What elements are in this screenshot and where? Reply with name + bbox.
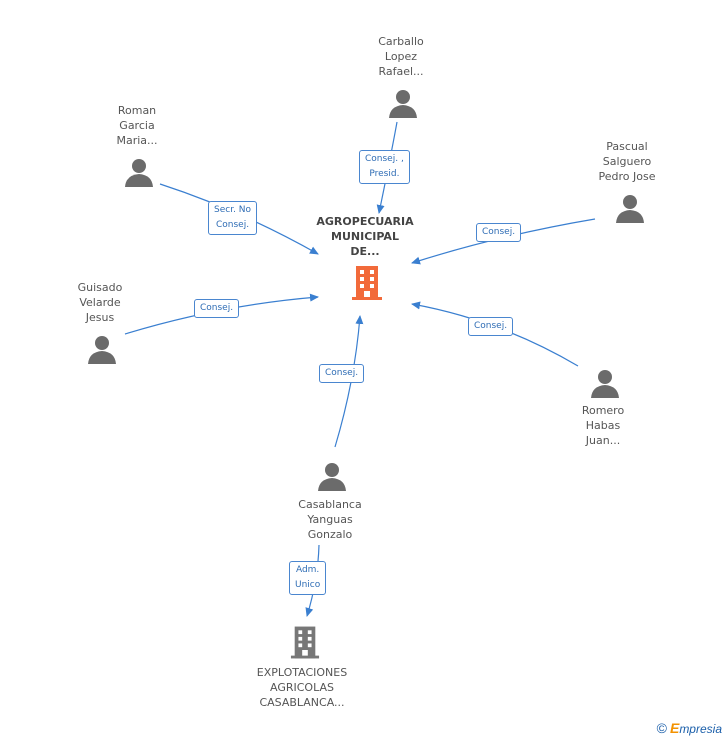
brand-logo-letter: E	[669, 720, 680, 736]
building-icon[interactable]	[351, 266, 383, 300]
person-icon[interactable]	[389, 89, 417, 118]
company-name-explotaciones[interactable]: EXPLOTACIONES AGRICOLAS CASABLANCA...	[256, 666, 348, 709]
empresia-watermark: ©Empresia	[657, 720, 722, 736]
person-icon[interactable]	[125, 158, 153, 187]
person-icon[interactable]	[88, 335, 116, 364]
person-name-casablanca[interactable]: Casablanca Yanguas Gonzalo	[298, 498, 362, 541]
brand-logo-text: mpresia	[679, 722, 722, 736]
person-name-carballo[interactable]: Carballo Lopez Rafael...	[378, 35, 424, 78]
role-label-casablanca[interactable]: Consej.	[319, 364, 365, 383]
person-name-romero[interactable]: Romero Habas Juan...	[581, 404, 625, 447]
person-icon[interactable]	[591, 369, 619, 398]
role-label-carballo[interactable]: Consej. , Presid.	[359, 150, 410, 184]
center-company-name[interactable]: AGROPECUARIA MUNICIPAL DE...	[316, 215, 414, 258]
role-label-roman[interactable]: Secr. No Consej.	[208, 201, 258, 235]
building-icon[interactable]	[290, 626, 320, 659]
role-label-romero[interactable]: Consej.	[468, 317, 514, 336]
role-label-adm[interactable]: Adm. Unico	[289, 561, 327, 595]
person-name-pascual[interactable]: Pascual Salguero Pedro Jose	[598, 140, 656, 183]
person-name-roman[interactable]: Roman Garcia Maria...	[116, 104, 158, 147]
person-icon[interactable]	[616, 194, 644, 223]
person-icon[interactable]	[318, 462, 346, 491]
role-label-pascual[interactable]: Consej.	[476, 223, 522, 242]
copyright-icon: ©	[656, 720, 667, 736]
role-label-guisado[interactable]: Consej.	[194, 299, 240, 318]
person-name-guisado[interactable]: Guisado Velarde Jesus	[77, 281, 123, 324]
